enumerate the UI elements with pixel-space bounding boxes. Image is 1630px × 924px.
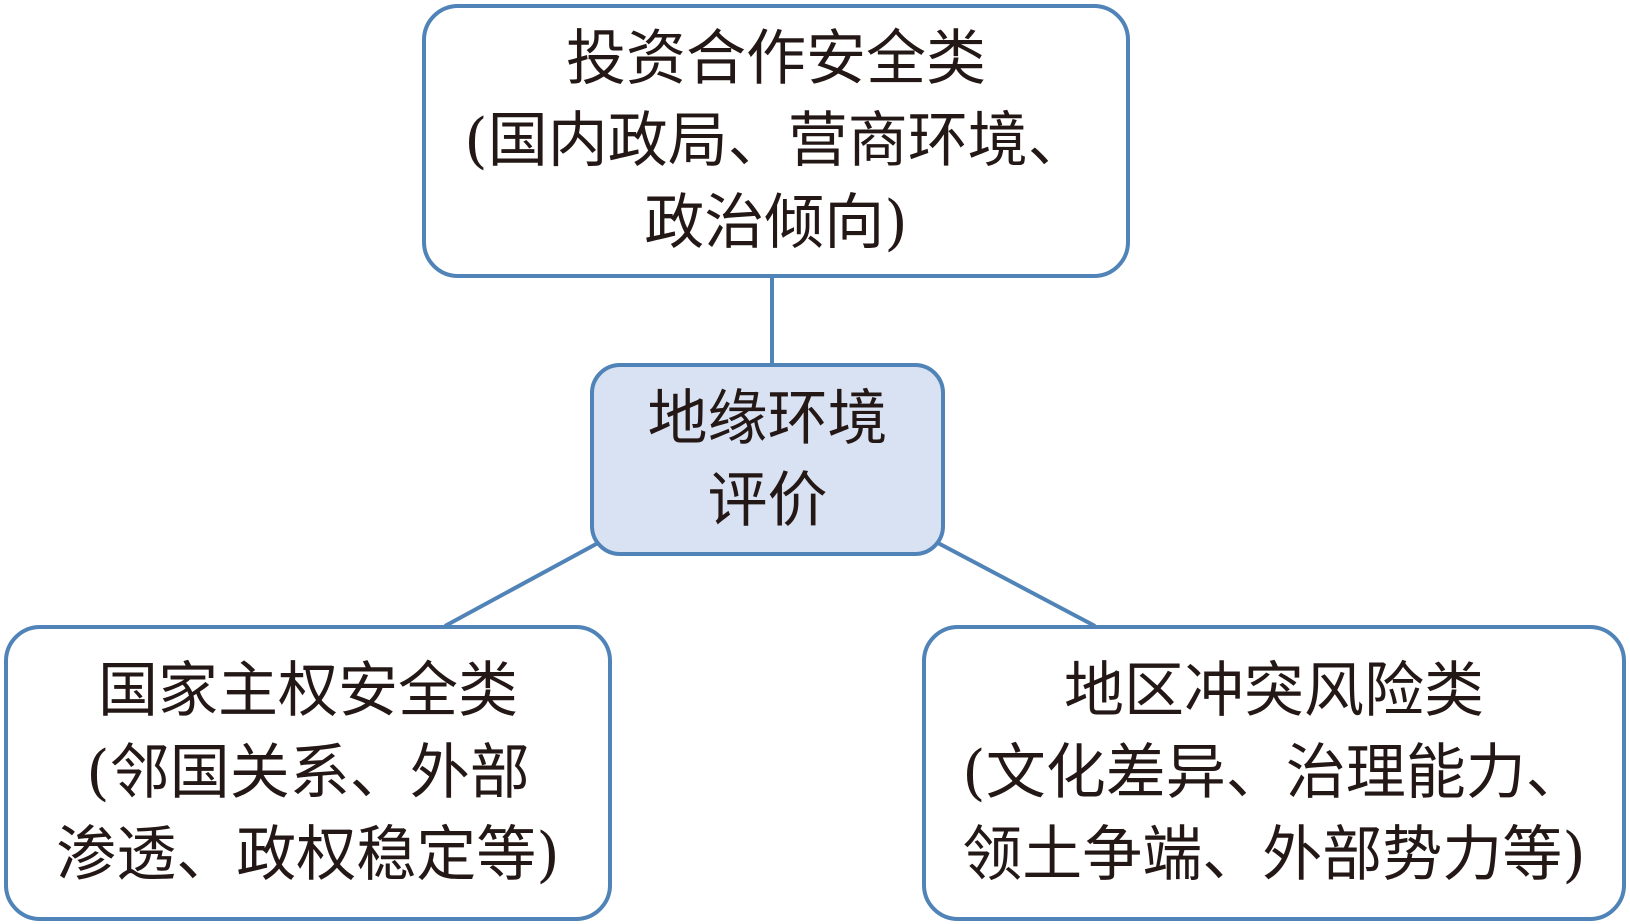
node-detail-line: 领土争端、外部势力等): [962, 820, 1586, 890]
node-detail-line: (邻国关系、外部: [86, 738, 530, 808]
regional-conflict-risk-node: 地区冲突风险类 (文化差异、治理能力、 领土争端、外部势力等): [922, 625, 1626, 921]
sovereignty-security-node: 国家主权安全类 (邻国关系、外部 渗透、政权稳定等): [4, 625, 612, 921]
node-title: 评价: [707, 465, 828, 536]
node-title: 地区冲突风险类: [1064, 656, 1484, 726]
investment-security-node: 投资合作安全类 (国内政局、营商环境、 政治倾向): [422, 4, 1130, 278]
connector-bottom-right: [937, 541, 1096, 628]
node-detail-line: (国内政局、营商环境、: [464, 106, 1088, 176]
connector-bottom-left: [444, 541, 599, 628]
node-detail-line: 政治倾向): [644, 188, 908, 258]
node-title: 投资合作安全类: [566, 24, 986, 94]
node-title: 地缘环境: [647, 383, 888, 454]
node-title: 国家主权安全类: [98, 656, 518, 726]
geo-environment-evaluation-node: 地缘环境 评价: [590, 363, 945, 556]
node-detail-line: 渗透、政权稳定等): [56, 820, 560, 890]
node-detail-line: (文化差异、治理能力、: [962, 738, 1586, 808]
